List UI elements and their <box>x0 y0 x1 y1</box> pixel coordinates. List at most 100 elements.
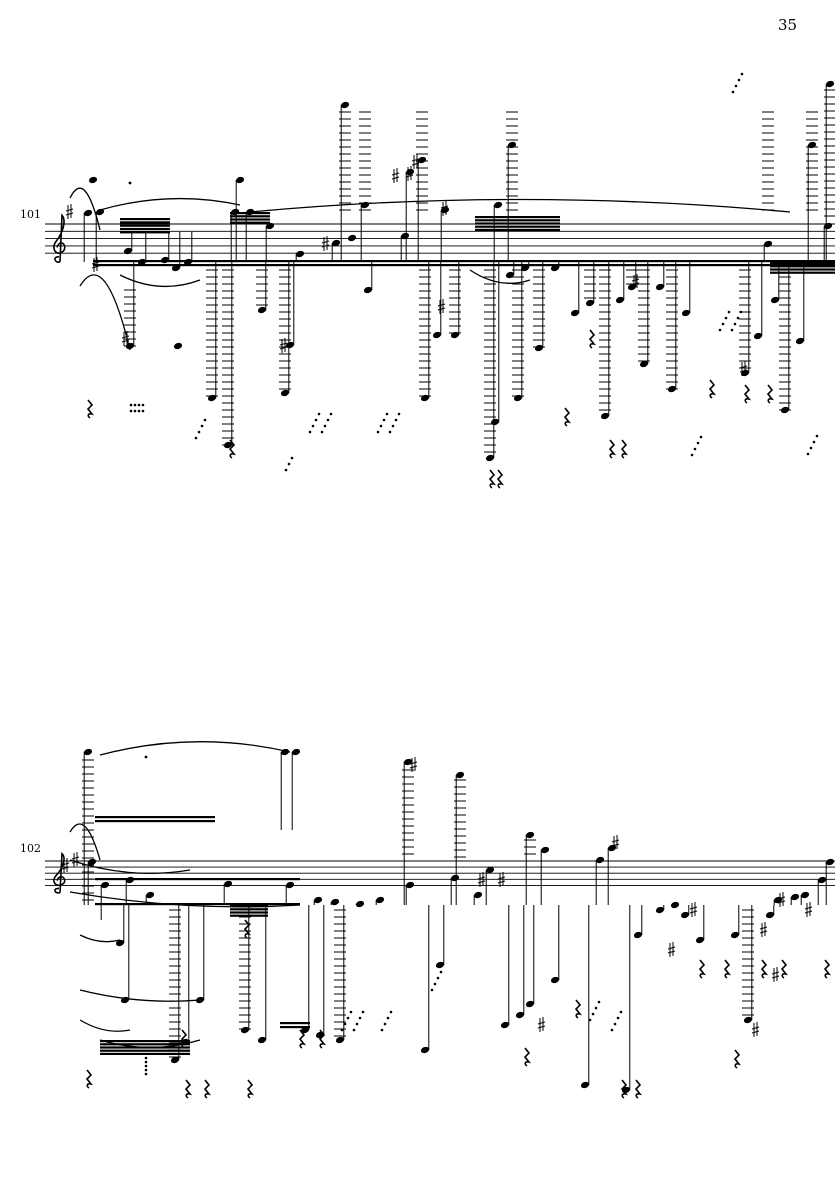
notehead <box>88 176 98 184</box>
dot <box>806 452 810 456</box>
notehead <box>280 389 290 397</box>
sharp-icon <box>689 902 698 917</box>
notehead <box>400 232 410 240</box>
notehead <box>95 208 105 216</box>
quarter-rest-icon <box>620 439 629 459</box>
notehead <box>770 296 780 304</box>
dot <box>290 456 294 460</box>
dot <box>739 310 743 314</box>
sharp-icon <box>321 236 330 251</box>
dot <box>734 84 738 88</box>
quarter-rest-icon <box>823 959 832 979</box>
notehead <box>347 234 357 242</box>
dot <box>203 418 207 422</box>
notehead <box>330 898 340 906</box>
beam <box>770 268 835 271</box>
notehead <box>493 201 503 209</box>
notehead <box>580 1081 590 1089</box>
notehead <box>355 900 365 908</box>
dot <box>737 78 741 82</box>
notehead <box>291 748 301 756</box>
quarter-rest-icon <box>723 959 732 979</box>
notehead <box>743 1016 753 1024</box>
sharp-icon <box>804 902 813 917</box>
quarter-rest-icon <box>496 469 505 489</box>
notehead <box>173 342 183 350</box>
dot <box>128 181 132 185</box>
notehead <box>670 901 680 909</box>
notehead <box>375 896 385 904</box>
dot <box>346 1016 350 1020</box>
quarter-rest-icon <box>85 1069 94 1089</box>
slur <box>79 934 121 943</box>
dot <box>133 409 137 413</box>
dot <box>361 1010 365 1014</box>
dot <box>144 1064 148 1068</box>
dot <box>383 1022 387 1026</box>
beam <box>93 264 835 267</box>
beam <box>770 262 835 265</box>
quarter-rest-icon <box>760 959 769 979</box>
notehead <box>115 939 125 947</box>
dot <box>376 430 380 434</box>
dot <box>690 453 694 457</box>
notehead <box>257 306 267 314</box>
quarter-rest-icon <box>780 959 789 979</box>
notehead <box>525 831 535 839</box>
dot <box>699 435 703 439</box>
dot <box>133 403 137 407</box>
beam <box>280 1026 310 1029</box>
sharp-icon <box>497 872 506 887</box>
notehead <box>515 1011 525 1019</box>
notehead <box>473 891 483 899</box>
sharp-icon <box>409 757 418 772</box>
notehead <box>295 250 305 258</box>
notehead <box>123 247 133 255</box>
notehead <box>534 344 544 352</box>
sharp-icon <box>751 1022 760 1037</box>
beam <box>770 265 835 268</box>
dot <box>311 424 315 428</box>
dot <box>591 1012 595 1016</box>
notehead <box>235 176 245 184</box>
dot <box>433 982 437 986</box>
dot <box>379 424 383 428</box>
notehead <box>420 1046 430 1054</box>
beam <box>100 1043 190 1046</box>
sharp-icon <box>759 922 768 937</box>
dot <box>389 1010 393 1014</box>
notehead <box>490 418 500 426</box>
dot <box>588 1018 592 1022</box>
dot <box>320 430 324 434</box>
beam <box>230 215 270 218</box>
quarter-rest-icon <box>180 1029 189 1049</box>
notehead <box>753 332 763 340</box>
quarter-rest-icon <box>698 959 707 979</box>
sharp-icon <box>65 204 74 219</box>
beam <box>120 221 170 224</box>
notehead <box>83 209 93 217</box>
sharp-icon <box>391 168 400 183</box>
notehead <box>763 240 773 248</box>
slur <box>469 269 531 284</box>
beam <box>120 231 170 234</box>
notehead <box>435 961 445 969</box>
quarter-rest-icon <box>588 329 597 349</box>
beam <box>95 816 215 819</box>
notehead <box>331 239 341 247</box>
dot <box>287 462 291 466</box>
dot <box>323 424 327 428</box>
sharp-icon <box>437 299 446 314</box>
notehead <box>171 264 181 272</box>
slur <box>119 274 201 288</box>
dot <box>329 412 333 416</box>
quarter-rest-icon <box>608 439 617 459</box>
quarter-rest-icon <box>318 1029 327 1049</box>
slur <box>99 197 241 211</box>
quarter-rest-icon <box>620 1079 629 1099</box>
beam <box>475 225 560 228</box>
notehead <box>100 881 110 889</box>
notehead <box>540 846 550 854</box>
dot <box>693 447 697 451</box>
